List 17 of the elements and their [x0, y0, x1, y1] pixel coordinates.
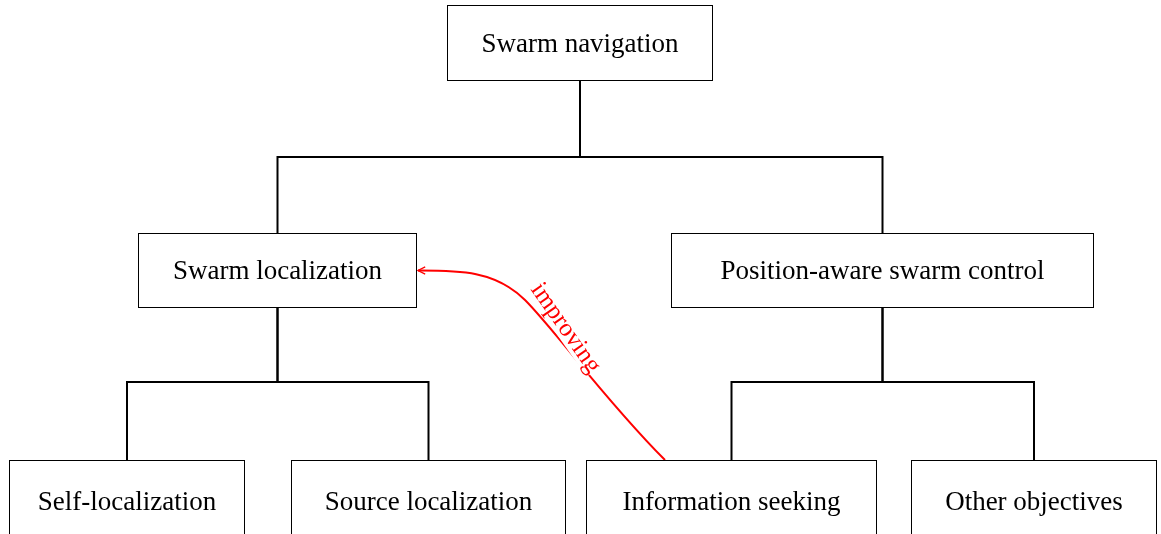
- box-label: Swarm localization: [172, 255, 383, 286]
- box-label: Swarm navigation: [481, 27, 679, 59]
- category-box: [586, 460, 877, 534]
- curved-arrow: [417, 266, 666, 461]
- category-box: [447, 5, 713, 81]
- category-box: [671, 233, 1094, 308]
- category-box: [911, 460, 1157, 534]
- box-label: Other objectives: [945, 485, 1123, 517]
- box-label: Information seeking: [622, 485, 841, 517]
- box-label: Position-aware swarm control: [720, 255, 1045, 286]
- category-box: [291, 460, 566, 534]
- connector-line: [276, 307, 430, 461]
- connector-line: [881, 307, 1035, 461]
- box-label: Self-localization: [37, 485, 217, 517]
- box-label: Source localization: [324, 485, 533, 517]
- category-box: [138, 233, 417, 308]
- category-box: [9, 460, 245, 534]
